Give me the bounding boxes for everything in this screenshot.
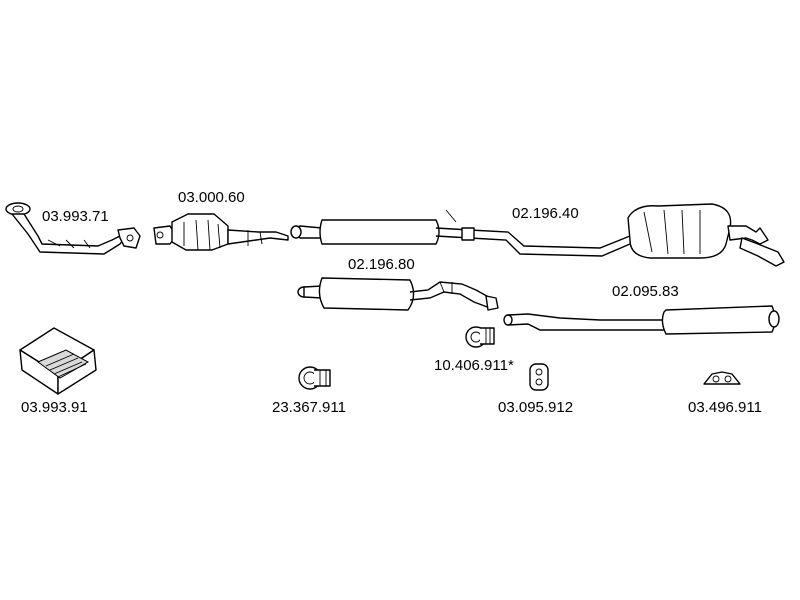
catalyst-drawing	[153, 213, 289, 251]
part-number-rubber-hanger: 03.095.912	[498, 399, 574, 416]
part-number-rear-silencer: 02.095.83	[612, 283, 679, 300]
part-number-middle-silencer: 02.196.80	[348, 256, 415, 273]
part-number-catalyst: 03.000.60	[178, 189, 245, 206]
bracket-drawing	[703, 371, 741, 385]
rear-silencer-drawing	[503, 305, 780, 335]
middle-silencer-drawing	[297, 277, 499, 311]
mounting-kit-drawing	[19, 327, 97, 395]
part-number-bracket: 03.496.911	[688, 399, 762, 416]
part-number-manifold-pipe: 03.993.71	[42, 208, 109, 225]
rubber-hanger-drawing	[529, 363, 549, 391]
clamp-a-drawing	[298, 366, 331, 390]
front-silencer-drawing	[290, 203, 785, 267]
clamp-b-drawing	[465, 326, 495, 348]
part-number-mounting-kit: 03.993.91	[21, 399, 88, 416]
part-number-front-silencer: 02.196.40	[512, 205, 579, 222]
part-number-clamp-a: 23.367.911	[272, 399, 346, 416]
part-number-clamp-b: 10.406.911*	[434, 357, 514, 374]
manifold-pipe-drawing	[5, 202, 141, 255]
